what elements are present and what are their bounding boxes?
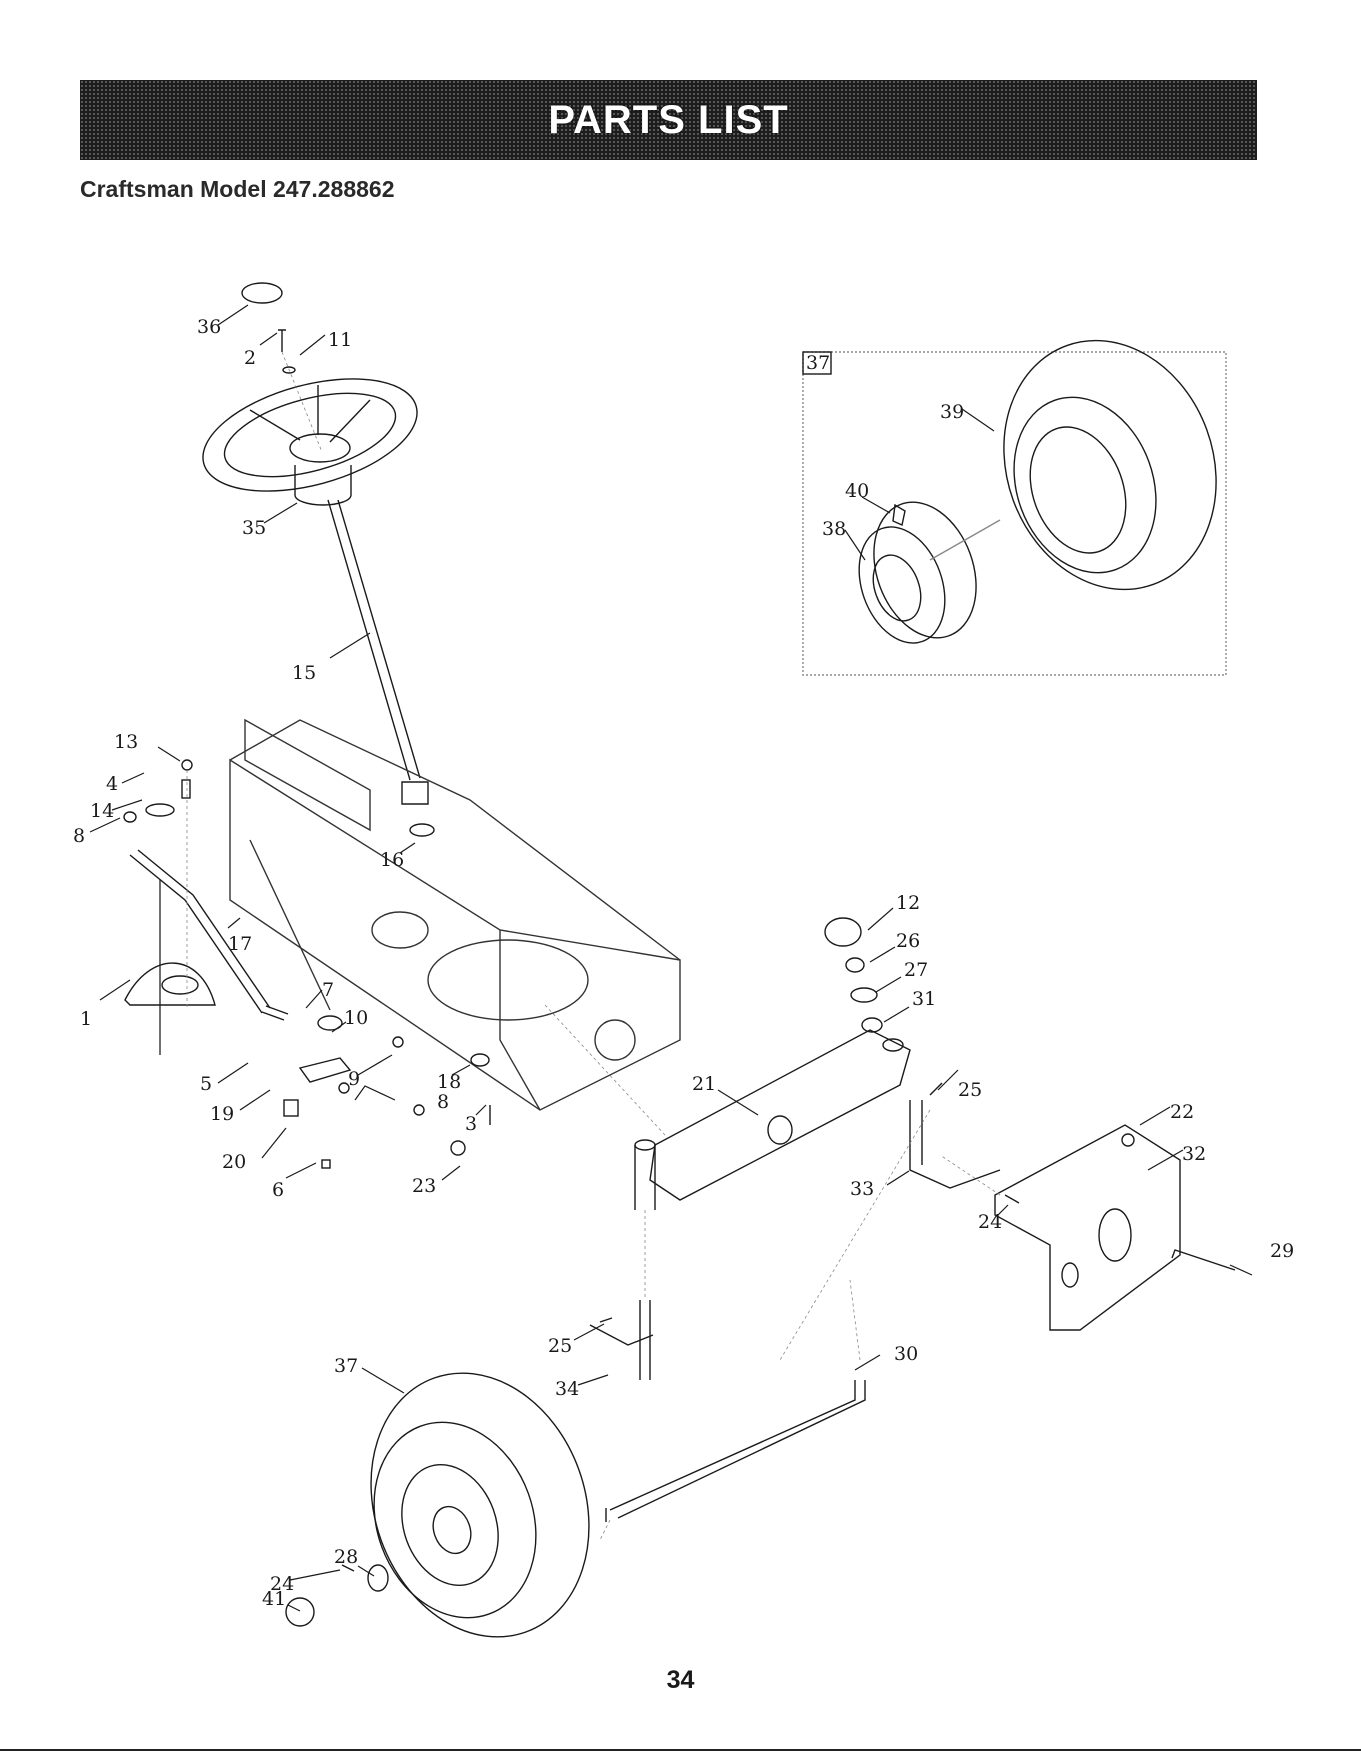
- tie-rod: [610, 1380, 865, 1518]
- axle-cap-stack: [825, 918, 882, 1032]
- nut-22: [1122, 1134, 1134, 1146]
- callout-23: 23: [412, 1175, 436, 1197]
- callout-20: 20: [222, 1151, 246, 1173]
- callout-6: 6: [272, 1179, 284, 1201]
- callout-25: 25: [958, 1079, 982, 1101]
- bottom-rule: [0, 1749, 1361, 1751]
- callout-8b: 8: [437, 1091, 449, 1113]
- callout-8: 8: [73, 825, 85, 847]
- callout-9: 9: [348, 1068, 360, 1090]
- callout-16: 16: [380, 849, 404, 871]
- callout-38: 38: [822, 518, 846, 540]
- callout-33: 33: [850, 1178, 874, 1200]
- pin-25b: [600, 1318, 612, 1322]
- valve-stem: [893, 505, 905, 525]
- chassis-frame: [160, 720, 680, 1110]
- nut-13: [182, 760, 192, 770]
- spindle-left: [590, 1300, 653, 1380]
- callout-29: 29: [1270, 1240, 1294, 1262]
- bolt-29: [1172, 1250, 1235, 1270]
- steering-wheel: [191, 358, 429, 512]
- steering-cap: [242, 283, 282, 303]
- callout-5: 5: [200, 1073, 212, 1095]
- drag-link: [130, 850, 270, 1013]
- bolt-4: [182, 780, 190, 798]
- front-tire: [335, 1342, 625, 1668]
- nut-8b: [414, 1105, 424, 1115]
- spindle-right: [910, 1100, 1000, 1188]
- callout-19: 19: [210, 1103, 234, 1125]
- callout-31: 31: [912, 988, 936, 1010]
- callout-4: 4: [106, 773, 118, 795]
- callout-28: 28: [334, 1546, 358, 1568]
- callout-27: 27: [904, 959, 928, 981]
- callout-32: 32: [1182, 1143, 1206, 1165]
- washer-28: [368, 1565, 388, 1591]
- callout-15: 15: [292, 662, 316, 684]
- callout-34: 34: [555, 1378, 579, 1400]
- axle-bracket: [995, 1125, 1180, 1330]
- steering-shaft: [328, 500, 420, 780]
- nut-9: [393, 1037, 403, 1047]
- callout-14: 14: [90, 800, 114, 822]
- callout-10: 10: [344, 1007, 368, 1029]
- nut-6: [322, 1160, 330, 1168]
- callout-41: 41: [262, 1588, 286, 1610]
- pin-24a: [1005, 1195, 1019, 1203]
- inset-rim: [844, 488, 1000, 655]
- callout-18: 18: [437, 1071, 461, 1093]
- callout-13: 13: [114, 731, 138, 753]
- drag-link-threads: [262, 1006, 288, 1020]
- callout-36: 36: [197, 316, 221, 338]
- washer-14: [146, 804, 174, 816]
- nut-8a: [124, 812, 136, 822]
- pitman-arm: [300, 1058, 350, 1082]
- callout-1: 1: [80, 1008, 92, 1030]
- bushing-16: [410, 824, 434, 836]
- cap-bolt: [278, 330, 286, 352]
- shaft-gear: [402, 782, 428, 804]
- washer-23: [451, 1141, 465, 1155]
- spacer-20: [284, 1100, 298, 1116]
- callout-labels: 36 2 11 35 15 13 4 14 8 16 17 1 7 10 5 1…: [73, 316, 1294, 1610]
- callout-21: 21: [692, 1073, 716, 1095]
- washer-18: [471, 1054, 489, 1066]
- callout-39: 39: [940, 401, 964, 423]
- callout-7: 7: [322, 979, 334, 1001]
- wheel-inset-frame: [803, 352, 1226, 675]
- callout-25b: 25: [548, 1335, 572, 1357]
- callout-40: 40: [845, 480, 869, 502]
- page-number: 34: [0, 1666, 1361, 1695]
- callout-17: 17: [228, 933, 252, 955]
- callout-11: 11: [328, 329, 352, 351]
- callout-30: 30: [894, 1343, 918, 1365]
- callout-35: 35: [242, 517, 266, 539]
- inset-tire: [970, 310, 1250, 619]
- inset-label: 37: [806, 352, 830, 374]
- sector-gear: [125, 963, 215, 1005]
- callout-26: 26: [896, 930, 920, 952]
- callout-12: 12: [896, 892, 920, 914]
- callout-37: 37: [334, 1355, 358, 1377]
- callout-24: 24: [978, 1211, 1002, 1233]
- hub-cap-41: [286, 1598, 314, 1626]
- callout-2: 2: [244, 347, 256, 369]
- callout-3: 3: [465, 1113, 477, 1135]
- callout-22: 22: [1170, 1101, 1194, 1123]
- pin-25a: [930, 1083, 942, 1095]
